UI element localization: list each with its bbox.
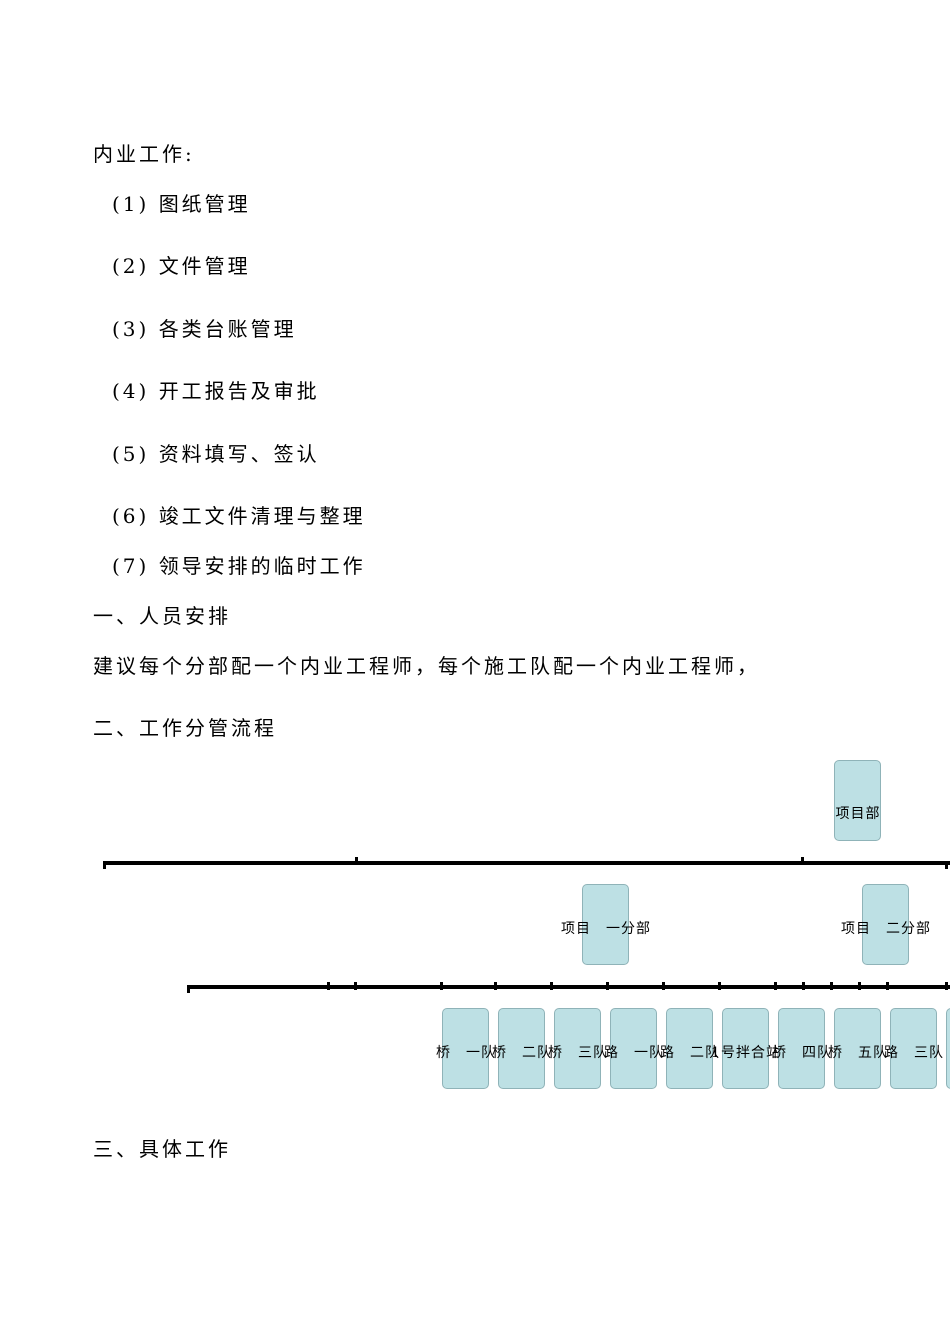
connector-tick — [327, 982, 330, 990]
connector-line — [187, 985, 950, 989]
connector-tick — [858, 982, 861, 990]
org-label-team: 1号拌合站 — [711, 1045, 781, 1061]
section1-title: 一、人员安排 — [93, 604, 231, 628]
org-label-top: 项目部 — [835, 806, 881, 822]
org-box-team — [610, 1008, 657, 1089]
task-6: (6) 竣工文件清理与整理 — [112, 504, 366, 528]
task-2: (2) 文件管理 — [112, 254, 251, 278]
org-box-team — [946, 1008, 950, 1089]
connector-tick — [354, 982, 357, 990]
connector-tick — [774, 982, 777, 990]
org-label-team: 路 三队 — [884, 1045, 944, 1061]
connector-tick — [801, 857, 804, 865]
section2-title: 二、工作分管流程 — [93, 716, 277, 740]
org-label-team: 桥 五队 — [828, 1045, 888, 1061]
connector-tick — [494, 982, 497, 990]
section1-body: 建议每个分部配一个内业工程师，每个施工队配一个内业工程师， — [93, 654, 760, 678]
connector-tick — [830, 982, 833, 990]
connector-tick — [103, 861, 106, 869]
task-3: (3) 各类台账管理 — [112, 317, 297, 341]
task-1: (1) 图纸管理 — [112, 192, 251, 216]
task-7: (7) 领导安排的临时工作 — [112, 554, 366, 578]
connector-tick — [662, 982, 665, 990]
org-box-branch-1 — [582, 884, 629, 965]
connector-tick — [606, 982, 609, 990]
org-label-team: 桥 二队 — [492, 1045, 552, 1061]
org-box-team — [722, 1008, 769, 1089]
org-label-team: 桥 三队 — [548, 1045, 608, 1061]
connector-tick — [550, 982, 553, 990]
org-box-team — [666, 1008, 713, 1089]
org-label-team: 路 一队 — [604, 1045, 664, 1061]
org-label-branch-1: 项目 一分部 — [561, 921, 651, 937]
task-5: (5) 资料填写、签认 — [112, 442, 320, 466]
task-4: (4) 开工报告及审批 — [112, 379, 320, 403]
connector-tick — [187, 985, 190, 993]
org-box-top — [834, 760, 881, 841]
org-label-team: 桥 一队 — [436, 1045, 496, 1061]
connector-tick — [886, 982, 889, 990]
org-box-team — [834, 1008, 881, 1089]
org-label-team: 桥 四队 — [772, 1045, 832, 1061]
connector-tick — [945, 861, 948, 869]
org-label-branch-2: 项目 二分部 — [841, 921, 931, 937]
org-box-branch-2 — [862, 884, 909, 965]
org-box-team — [778, 1008, 825, 1089]
org-label-team: 路 二队 — [660, 1045, 720, 1061]
org-box-team — [498, 1008, 545, 1089]
connector-tick — [802, 982, 805, 990]
org-box-team — [554, 1008, 601, 1089]
org-box-team — [442, 1008, 489, 1089]
connector-line — [103, 861, 950, 865]
intro-heading: 内业工作: — [93, 142, 195, 166]
org-box-team — [890, 1008, 937, 1089]
connector-tick — [718, 982, 721, 990]
connector-tick — [440, 982, 443, 990]
connector-tick — [355, 857, 358, 865]
section3-title: 三、具体工作 — [93, 1137, 231, 1161]
connector-tick — [945, 982, 948, 990]
